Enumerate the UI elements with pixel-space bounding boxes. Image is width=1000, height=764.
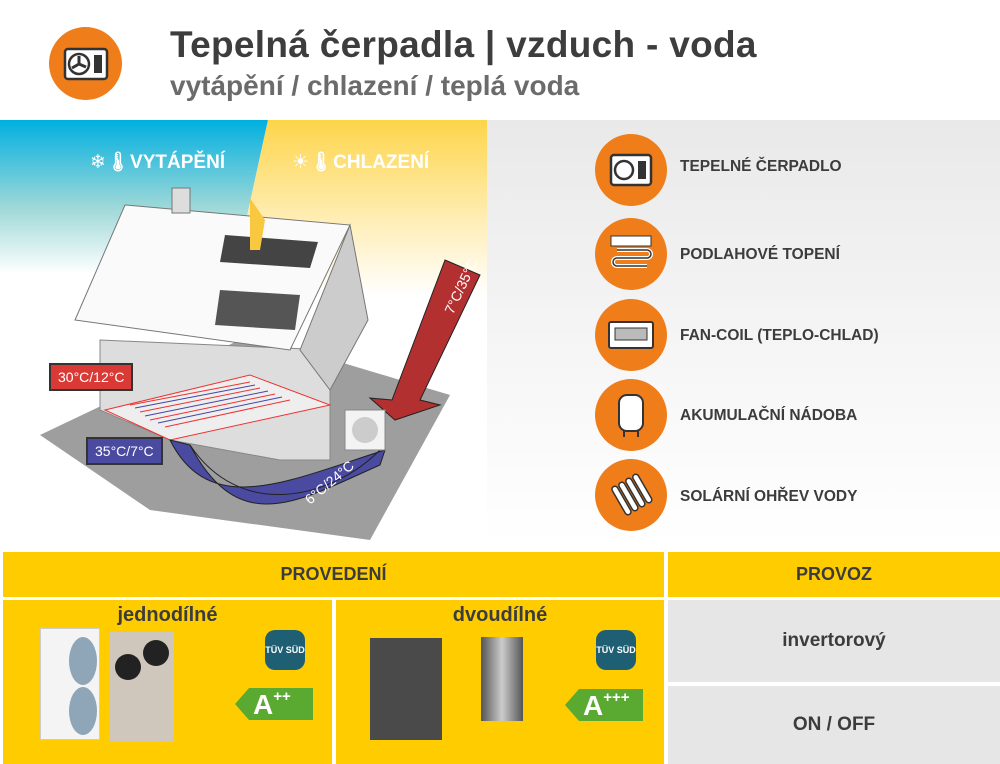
legend-panel: TEPELNÉ ČERPADLO PODLAHOVÉ TOPENÍ FAN-CO… — [487, 120, 1000, 545]
storage-tank-icon — [595, 379, 667, 451]
solar-collector-icon — [595, 459, 667, 531]
provoz-on-off: ON / OFF — [668, 686, 1000, 764]
page-subtitle: vytápění / chlazení / teplá voda — [170, 70, 580, 101]
split-indoor-unit-image — [481, 637, 523, 721]
type-name: dvoudílné — [452, 604, 548, 626]
cooling-label: ☀🌡CHLAZENÍ — [292, 152, 430, 173]
legend-label: AKUMULAČNÍ NÁDOBA — [680, 407, 858, 424]
legend-label: SOLÁRNÍ OHŘEV VODY — [680, 488, 858, 505]
heating-label: ❄🌡VYTÁPĚNÍ — [90, 152, 226, 173]
energy-class-badge: A+++ — [565, 689, 643, 721]
heat-pump-icon — [49, 27, 122, 100]
monoblock-unit-image-2 — [110, 632, 174, 742]
provoz-header: PROVOZ — [668, 552, 1000, 597]
legend-label: TEPELNÉ ČERPADLO — [680, 158, 842, 175]
snowflake-thermometer-icon: ❄🌡 — [90, 152, 131, 173]
type-card-dvoudilne: dvoudílné TÜV SÜD A+++ — [336, 600, 664, 764]
heat-pump-icon — [595, 134, 667, 206]
sun-thermometer-icon: ☀🌡 — [292, 152, 334, 173]
page-title: Tepelná čerpadla | vzduch - voda — [170, 24, 757, 65]
type-card-jednodilne: jednodílné TÜV SÜD A++ — [3, 600, 332, 764]
fan-coil-icon — [595, 299, 667, 371]
monoblock-unit-image — [40, 628, 100, 740]
tuv-sud-badge: TÜV SÜD — [265, 630, 305, 670]
house-illustration: 7°C/35°C 6°C/24°C ❄🌡VYTÁPĚNÍ ☀🌡CHLAZENÍ … — [0, 120, 487, 545]
temp-blue-box: 35°C/7°C — [86, 437, 163, 465]
legend-label: PODLAHOVÉ TOPENÍ — [680, 246, 840, 263]
split-outdoor-unit-image — [370, 638, 442, 740]
legend-label: FAN-COIL (TEPLO-CHLAD) — [680, 327, 879, 344]
type-name: jednodílné — [117, 604, 218, 626]
house-diagram: 7°C/35°C 6°C/24°C — [0, 120, 487, 545]
floor-heating-icon — [595, 218, 667, 290]
provedeni-header: PROVEDENÍ — [3, 552, 664, 597]
energy-class-badge: A++ — [235, 688, 313, 720]
temp-red-box: 30°C/12°C — [49, 363, 134, 391]
provoz-invertorovy: invertorový — [668, 600, 1000, 682]
tuv-sud-badge: TÜV SÜD — [596, 630, 636, 670]
